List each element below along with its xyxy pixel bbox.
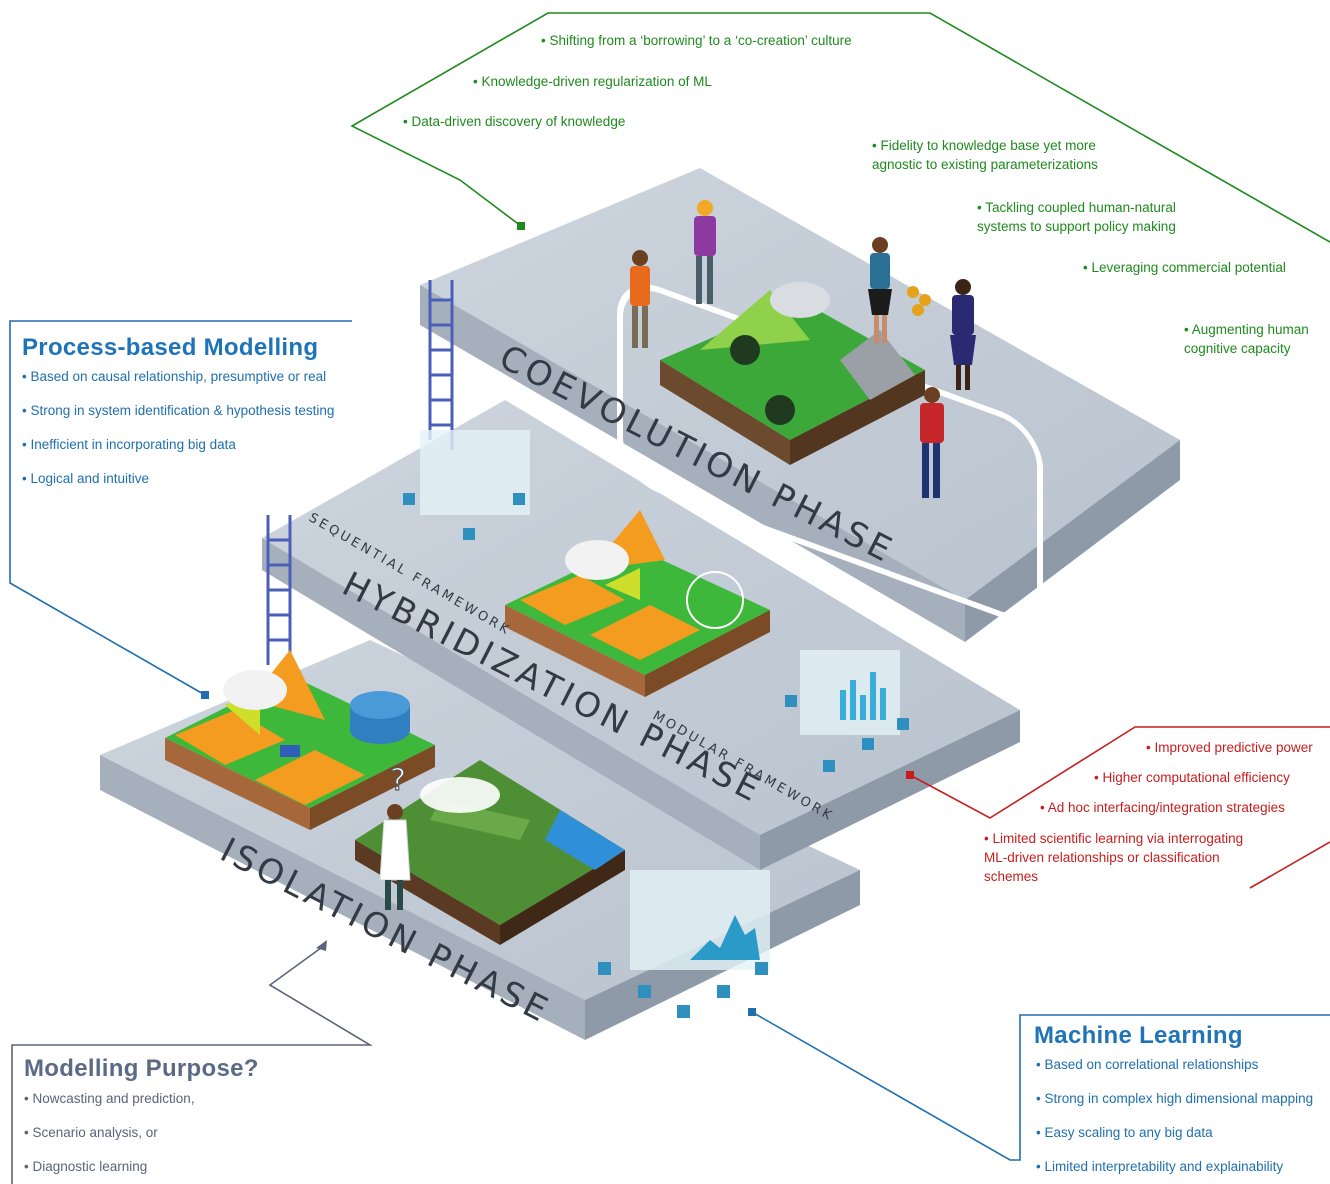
process-terrain <box>165 650 435 830</box>
modelling-purpose-title: Modelling Purpose? <box>24 1055 259 1082</box>
hybrid-bullet-1: • Improved predictive power <box>1146 740 1313 755</box>
process-bullet-4: • Logical and intuitive <box>22 471 150 486</box>
process-anchor <box>201 691 209 699</box>
hybrid-bullet-3: • Ad hoc interfacing/integration strateg… <box>1040 800 1285 815</box>
purpose-bullet-3: • Diagnostic learning <box>24 1159 148 1174</box>
question-mark: ? <box>390 763 406 798</box>
coevolution-bullet-2: • Knowledge-driven regularization of ML <box>473 74 712 89</box>
coevolution-bullet-3: • Data-driven discovery of knowledge <box>403 114 626 129</box>
coevolution-bullet-5: • Tackling coupled human-natural systems… <box>977 200 1176 234</box>
hybrid-data-panels <box>420 430 900 735</box>
purpose-bullet-1: • Nowcasting and prediction, <box>24 1091 195 1106</box>
ml-cubes <box>598 962 768 1018</box>
coevolution-anchor <box>517 222 525 230</box>
ml-bracket <box>751 1011 1330 1161</box>
people-group <box>630 200 976 498</box>
ml-bullet-2: • Strong in complex high dimensional map… <box>1036 1091 1314 1106</box>
hybrid-terrain <box>505 510 770 697</box>
process-bullet-3: • Inefficient in incorporating big data <box>22 437 236 452</box>
ml-bullet-4: • Limited interpretability and explainab… <box>1036 1159 1284 1174</box>
hybrid-cubes <box>403 493 909 772</box>
hybrid-bullet-2: • Higher computational efficiency <box>1094 770 1290 785</box>
coevolution-terrain <box>660 282 925 465</box>
purpose-bullet-2: • Scenario analysis, or <box>24 1125 158 1140</box>
hybrid-bullet-4: • Limited scientific learning via interr… <box>984 831 1244 884</box>
ladder-lower <box>266 515 292 670</box>
ladder-upper <box>428 280 454 450</box>
coevolution-bullet-4: • Fidelity to knowledge base yet more ag… <box>872 138 1098 172</box>
purpose-arrow <box>316 940 327 951</box>
purpose-bracket <box>11 944 373 1184</box>
ml-bullet-3: • Easy scaling to any big data <box>1036 1125 1213 1140</box>
process-bullet-1: • Based on causal relationship, presumpt… <box>22 369 327 384</box>
process-bullet-2: • Strong in system identification & hypo… <box>22 403 335 418</box>
hybrid-anchor <box>906 771 914 779</box>
scientist: ? <box>379 762 411 910</box>
coevolution-bracket <box>350 12 1330 243</box>
hybrid-bracket <box>909 726 1330 889</box>
machine-learning-title: Machine Learning <box>1034 1022 1243 1049</box>
coevolution-bullet-6: • Leveraging commercial potential <box>1083 260 1286 275</box>
process-based-title: Process-based Modelling <box>22 334 319 361</box>
coevolution-bullet-1: • Shifting from a ‘borrowing’ to a ‘co-c… <box>541 33 852 48</box>
coevolution-bullet-7: • Augmenting human cognitive capacity <box>1184 322 1309 356</box>
ml-bullet-1: • Based on correlational relationships <box>1036 1057 1259 1072</box>
process-bracket <box>9 320 352 696</box>
ml-anchor <box>748 1008 756 1016</box>
ml-data-panels <box>630 870 770 970</box>
